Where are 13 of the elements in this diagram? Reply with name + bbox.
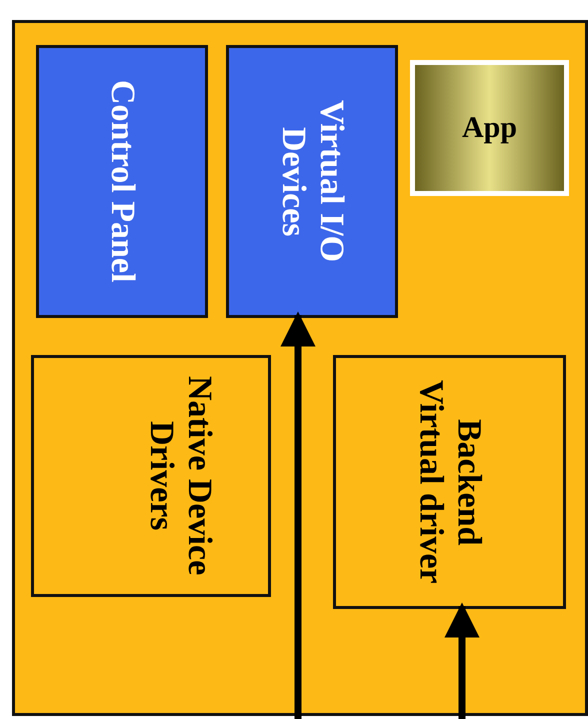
box-label: Control Panel	[103, 80, 141, 283]
box-label: Native Device Drivers	[142, 375, 218, 578]
box-label: Backend Virtual driver	[412, 379, 488, 586]
panel-box	[226, 45, 398, 318]
box-label: Virtual I/O Devices	[274, 99, 350, 265]
driver-box	[31, 355, 271, 597]
panel-box	[36, 45, 208, 318]
app-box	[410, 60, 569, 196]
arrow	[444, 602, 480, 719]
box-label: App	[462, 111, 518, 145]
driver-box	[333, 355, 566, 609]
container-box	[12, 20, 588, 716]
arrow	[280, 312, 316, 719]
